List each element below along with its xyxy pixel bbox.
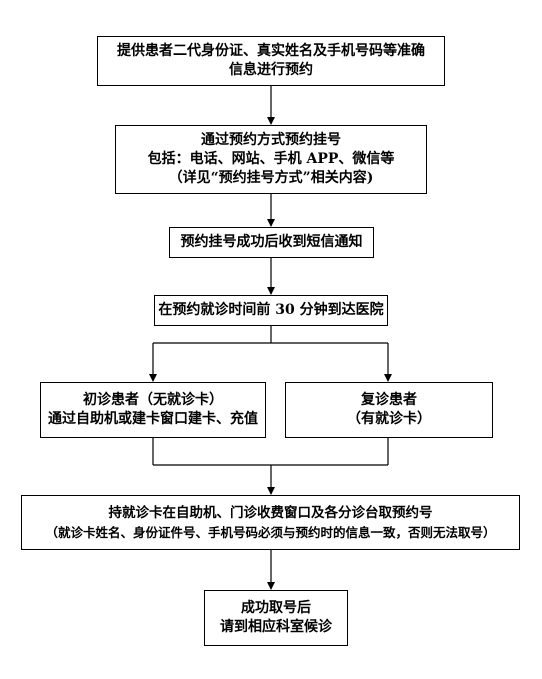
step-book-appointment: 通过预约方式预约挂号 包括：电话、网站、手机 APP、微信等 （详见“预约挂号方… bbox=[115, 125, 427, 194]
step-wait-department-line-1: 成功取号后 bbox=[241, 600, 311, 616]
branch-return-patient: 复诊患者 （有就诊卡） bbox=[285, 382, 493, 438]
branch-return-patient-line-2: （有就诊卡） bbox=[347, 411, 431, 427]
step-arrive-hospital: 在预约就诊时间前 30 分钟到达医院 bbox=[154, 295, 388, 326]
branch-new-patient: 初诊患者（无就诊卡） 通过自助机或建卡窗口建卡、充值 bbox=[40, 382, 266, 438]
step-collect-number-line-1: 持就诊卡在自助机、门诊收费窗口及各分诊台取预约号 bbox=[108, 504, 433, 521]
step-provide-info-line-2: 信息进行预约 bbox=[229, 62, 313, 78]
step-collect-number: 持就诊卡在自助机、门诊收费窗口及各分诊台取预约号 （就诊卡姓名、身份证件号、手机… bbox=[21, 495, 520, 550]
step-book-appointment-line-3: （详见“预约挂号方式”相关内容) bbox=[168, 170, 374, 186]
branch-new-patient-line-1: 初诊患者（无就诊卡） bbox=[83, 392, 223, 408]
step-provide-info-line-1: 提供患者二代身份证、真实姓名及手机号码等准确 bbox=[117, 43, 425, 59]
step-wait-department-line-2: 请到相应科室候诊 bbox=[220, 619, 332, 635]
step-sms-notice: 预约挂号成功后收到短信通知 bbox=[169, 227, 374, 258]
step-book-appointment-line-2: 包括：电话、网站、手机 APP、微信等 bbox=[147, 151, 395, 167]
branch-new-patient-line-2: 通过自助机或建卡窗口建卡、充值 bbox=[48, 411, 258, 427]
step-arrive-hospital-line-1: 在预约就诊时间前 30 分钟到达医院 bbox=[158, 302, 384, 318]
step-sms-notice-line-1: 预约挂号成功后收到短信通知 bbox=[180, 234, 363, 250]
step-book-appointment-line-1: 通过预约方式预约挂号 bbox=[201, 132, 341, 148]
step-provide-info: 提供患者二代身份证、真实姓名及手机号码等准确 信息进行预约 bbox=[97, 36, 445, 86]
step-collect-number-line-2: （就诊卡姓名、身份证件号、手机号码必须与预约时的信息一致，否则无法取号） bbox=[45, 524, 496, 540]
branch-return-patient-line-1: 复诊患者 bbox=[361, 392, 417, 408]
step-wait-department: 成功取号后 请到相应科室候诊 bbox=[204, 590, 348, 646]
